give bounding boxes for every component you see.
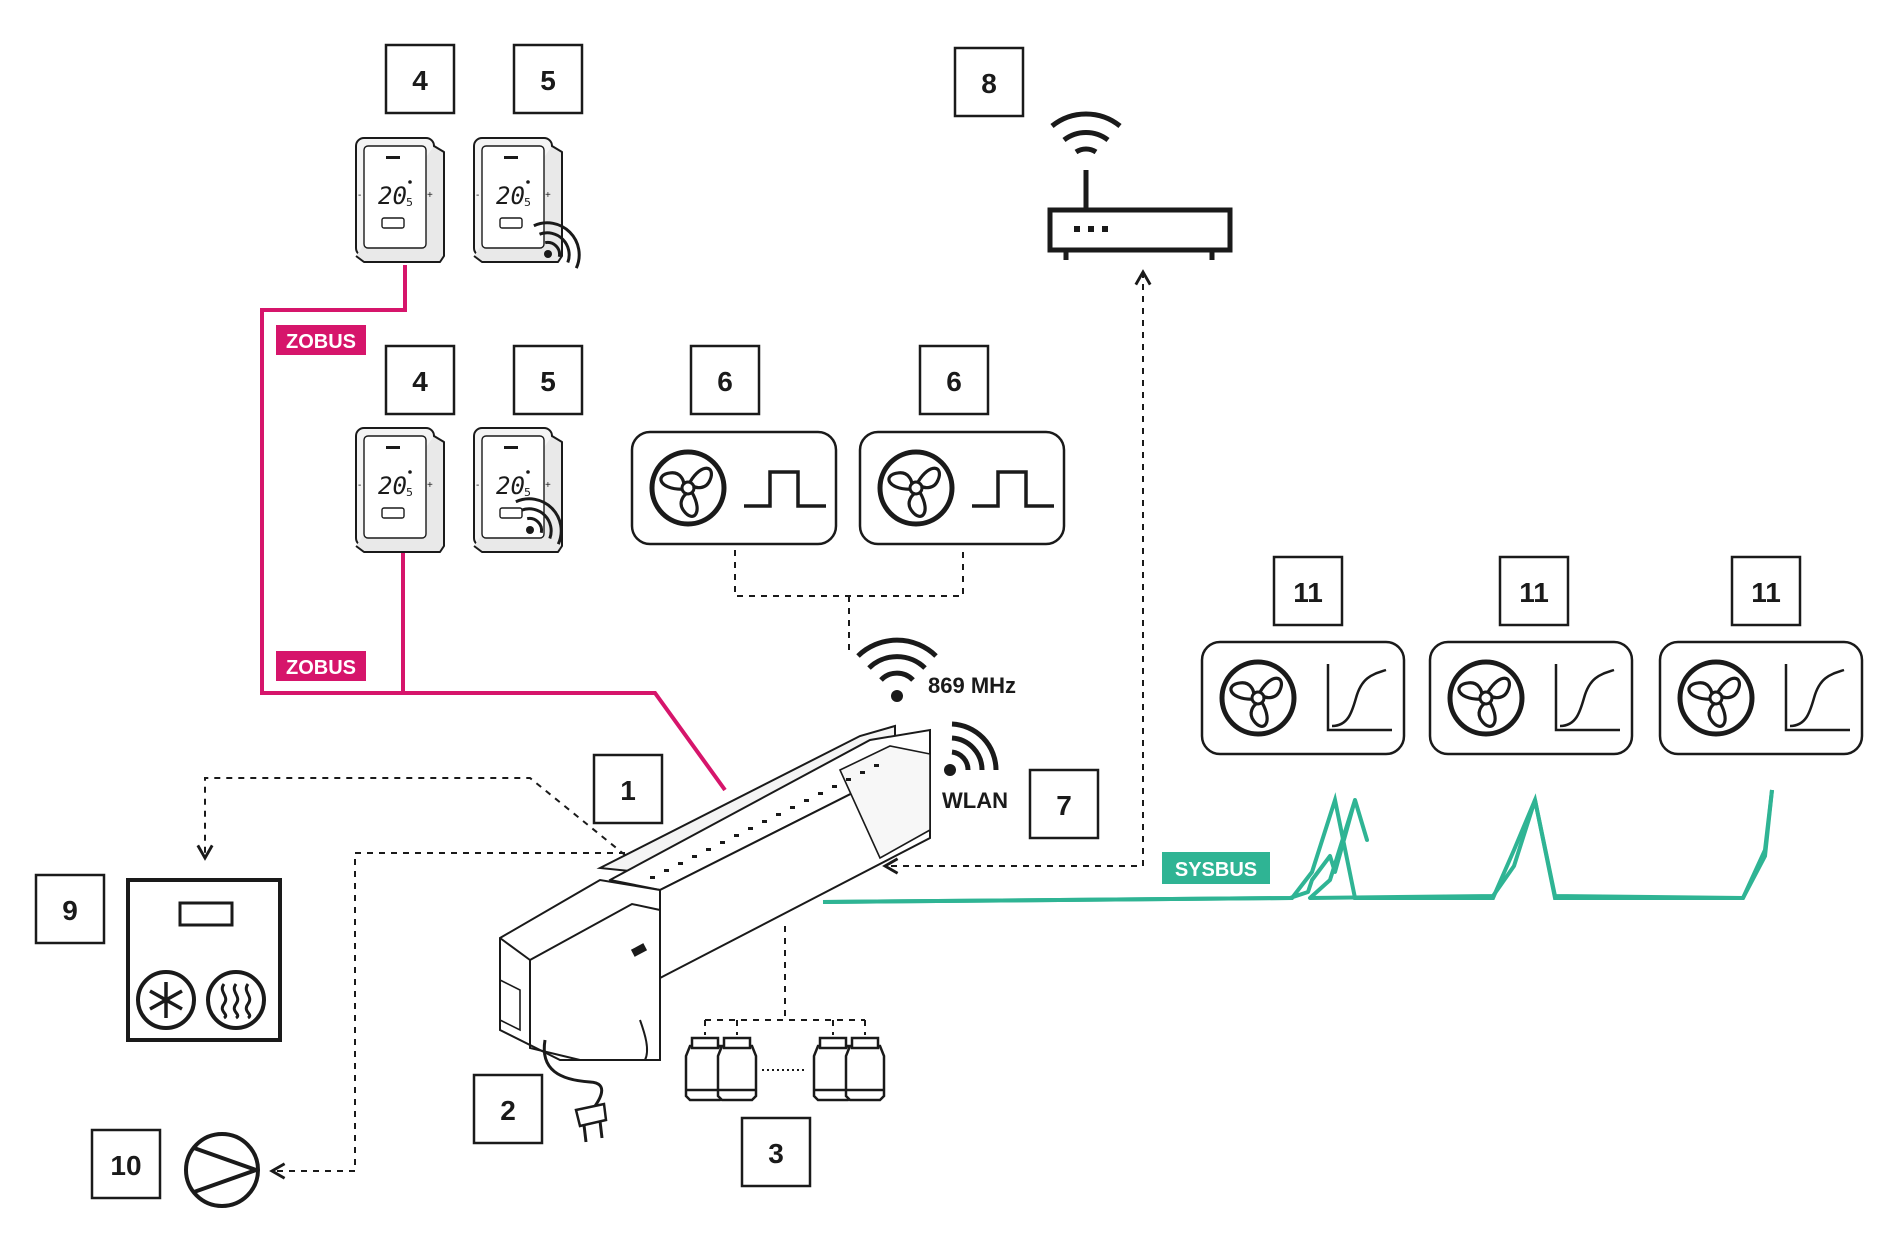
callout-2: 2 xyxy=(472,1073,544,1145)
callout-5-top: 5 xyxy=(512,43,584,115)
fan-curve-unit-b xyxy=(1428,640,1634,756)
callout-3: 3 xyxy=(740,1116,812,1188)
pump-icon xyxy=(184,1132,260,1208)
wlan-label: WLAN xyxy=(942,788,1008,813)
curve-chart-icon xyxy=(1326,664,1392,732)
actuator-4 xyxy=(844,1036,886,1102)
zobus-tag-top: ZOBUS xyxy=(276,325,366,355)
heat-cool-source xyxy=(126,878,282,1042)
svg-text:SYSBUS: SYSBUS xyxy=(1175,859,1257,881)
callout-4-top: 4 xyxy=(384,43,456,115)
callout-7: 7 xyxy=(1028,768,1100,840)
callout-number: 4 xyxy=(412,366,428,397)
radio-869-icon xyxy=(856,637,938,702)
svg-text:ZOBUS: ZOBUS xyxy=(286,331,356,353)
callout-number: 6 xyxy=(946,366,962,397)
zobus-wiring xyxy=(260,265,727,792)
base-controller xyxy=(499,724,931,1143)
callout-number: 9 xyxy=(62,895,78,926)
callout-number: 10 xyxy=(110,1150,141,1181)
callout-5-bottom: 5 xyxy=(512,344,584,416)
callout-number: 11 xyxy=(1519,577,1549,608)
pulse-signal-icon xyxy=(972,470,1054,508)
callout-4-bottom: 4 xyxy=(384,344,456,416)
sysbus-tag: SYSBUS xyxy=(1162,852,1270,884)
fan-pwm-unit-right xyxy=(858,430,1066,546)
pulse-signal-icon xyxy=(744,470,826,508)
callout-number: 1 xyxy=(620,775,636,806)
terminal-row xyxy=(650,764,879,879)
callout-number: 5 xyxy=(540,65,556,96)
dashed-connections xyxy=(196,269,1152,1180)
cooling-icon xyxy=(136,970,196,1030)
wlan-icon xyxy=(944,721,999,776)
router-icon xyxy=(1047,111,1233,260)
fan-curve-unit-c xyxy=(1658,640,1864,756)
callout-11-c: 11 xyxy=(1730,555,1802,627)
callout-9: 9 xyxy=(34,873,106,945)
curve-chart-icon xyxy=(1784,664,1850,732)
actuator-2 xyxy=(716,1036,758,1102)
svg-text:ZOBUS: ZOBUS xyxy=(286,657,356,679)
callout-1: 1 xyxy=(592,753,664,825)
zobus-tag-bottom: ZOBUS xyxy=(276,651,366,681)
callout-number: 2 xyxy=(500,1095,516,1126)
callout-6-left: 6 xyxy=(689,344,761,416)
wireless-thermostat-bottom xyxy=(473,427,563,553)
callout-10: 10 xyxy=(90,1128,162,1200)
sysbus-line xyxy=(822,789,1774,904)
callout-number: 11 xyxy=(1751,577,1781,608)
curve-chart-icon xyxy=(1554,664,1620,732)
callout-number: 6 xyxy=(717,366,733,397)
wired-thermostat-top xyxy=(355,137,445,263)
heating-icon xyxy=(206,970,266,1030)
fan-pwm-unit-left xyxy=(630,430,838,546)
fan-curve-unit-a xyxy=(1200,640,1406,756)
callout-number: 3 xyxy=(768,1138,784,1169)
callout-number: 4 xyxy=(412,65,428,96)
callout-6-right: 6 xyxy=(918,344,990,416)
radio-frequency-label: 869 MHz xyxy=(928,673,1016,698)
power-plug-icon xyxy=(574,1102,608,1143)
callout-number: 7 xyxy=(1056,790,1072,821)
callout-number: 5 xyxy=(540,366,556,397)
wired-thermostat-bottom xyxy=(355,427,445,553)
callout-8: 8 xyxy=(953,46,1025,118)
callout-number: 8 xyxy=(981,68,997,99)
callout-11-b: 11 xyxy=(1498,555,1570,627)
callout-11-a: 11 xyxy=(1272,555,1344,627)
callout-number: 11 xyxy=(1293,577,1323,608)
